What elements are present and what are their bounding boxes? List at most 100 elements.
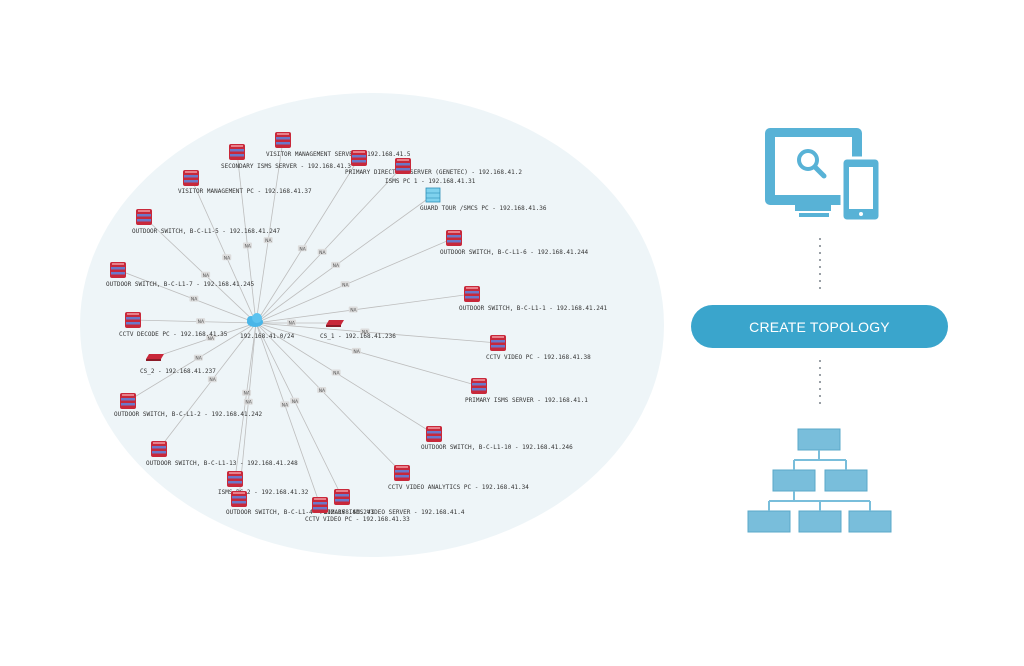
link-label: NA	[265, 238, 272, 244]
device-node[interactable]: CCTV VIDEO PC - 192.168.41.33	[305, 497, 410, 523]
link-label-bg	[263, 237, 273, 244]
device-node[interactable]: ISMS PC 1 - 192.168.41.31	[385, 158, 476, 185]
device-node[interactable]: CCTV VIDEO ANALYTICS PC - 192.168.41.34	[388, 465, 529, 491]
switch-icon	[426, 426, 442, 442]
device-label: ISMS PC 1 - 192.168.41.31	[385, 178, 476, 185]
link-line	[255, 322, 343, 498]
device-node[interactable]: OUTDOOR SWITCH, B-C-L1-1 - 192.168.41.24…	[459, 286, 607, 312]
device-label: OUTDOOR SWITCH, B-C-L1-4 - 192.168.41.24…	[226, 509, 374, 516]
link-line	[190, 177, 257, 324]
device-node[interactable]: PRIMARY ISMS SERVER - 192.168.41.1	[465, 378, 588, 404]
link-line	[158, 322, 257, 450]
link-label-bg	[222, 254, 232, 261]
device-node[interactable]: OUTDOOR SWITCH, B-C-L1-4 - 192.168.41.24…	[226, 491, 374, 516]
server-icon	[183, 170, 199, 186]
device-node[interactable]: OUTDOOR SWITCH, B-C-L1-5 - 192.168.41.24…	[132, 209, 280, 235]
link-label: NA	[198, 319, 205, 325]
device-node[interactable]: CCTV DECODE PC - 192.168.41.35	[119, 312, 228, 338]
link-label-bg	[331, 261, 341, 268]
database-icon	[425, 187, 441, 203]
link-label: NA	[299, 246, 306, 252]
device-node[interactable]: OUTDOOR SWITCH, B-C-L1-7 - 192.168.41.24…	[106, 262, 254, 288]
link-label-bg	[189, 295, 199, 302]
link-label: NA	[244, 244, 251, 250]
device-node[interactable]: VISITOR MANAGEMENT SERVER - 192.168.41.5	[266, 132, 411, 158]
link-label-bg	[242, 242, 252, 249]
device-node[interactable]: GUARD TOUR /SMCS PC - 192.168.41.36	[420, 187, 547, 212]
device-node[interactable]: PRIMARY DIRECTORY SERVER (GENETEC) - 192…	[345, 150, 522, 176]
switch-icon	[110, 262, 126, 278]
device-node[interactable]: OUTDOOR SWITCH, B-C-L1-10 - 192.168.41.2…	[421, 426, 573, 451]
link-line	[255, 322, 321, 506]
link-line	[255, 322, 435, 435]
device-node[interactable]: CCTV VIDEO PC - 192.168.41.38	[486, 335, 591, 361]
link-line	[127, 322, 257, 402]
switch-icon	[334, 489, 350, 505]
monitor-phone-search-icon	[765, 128, 882, 223]
link-label: NA	[244, 391, 251, 397]
device-node[interactable]: CS_1 - 192.168.41.236	[320, 320, 396, 340]
device-node[interactable]: OUTDOOR SWITCH, B-C-L1-6 - 192.168.41.24…	[440, 230, 588, 256]
device-label: CS_2 - 192.168.41.237	[140, 368, 216, 375]
link-label: NA	[191, 297, 198, 303]
switch-icon	[464, 286, 480, 302]
device-label: CCTV DECODE PC - 192.168.41.35	[119, 331, 228, 338]
topology-background	[80, 93, 664, 557]
link-line	[117, 269, 257, 324]
link-label-bg	[297, 245, 307, 252]
device-label: OUTDOOR SWITCH, B-C-L1-2 - 192.168.41.24…	[114, 411, 262, 418]
device-label: OUTDOOR SWITCH, B-C-L1-5 - 192.168.41.24…	[132, 228, 280, 235]
device-label: OUTDOOR SWITCH, B-C-L1-7 - 192.168.41.24…	[106, 281, 254, 288]
create-topology-button[interactable]: CREATE TOPOLOGY	[691, 305, 948, 348]
link-label-bg	[207, 376, 217, 383]
link-label-bg	[196, 318, 206, 325]
link-label: NA	[333, 370, 340, 376]
device-node[interactable]: ISMS PC 2 - 192.168.41.32	[218, 471, 309, 496]
link-line	[255, 293, 473, 324]
device-node[interactable]: SECONDARY ISMS SERVER - 192.168.41.3	[221, 144, 351, 170]
link-label: NA	[333, 263, 340, 269]
device-node[interactable]: CS_2 - 192.168.41.237	[140, 354, 216, 375]
link-line	[255, 194, 434, 324]
node-layer: VISITOR MANAGEMENT SERVER - 192.168.41.5…	[106, 132, 607, 523]
switch-icon	[120, 393, 136, 409]
device-node[interactable]: VISITOR MANAGEMENT PC - 192.168.41.37	[178, 170, 312, 195]
device-label: PRIMARY ISMS SERVER - 192.168.41.1	[465, 397, 588, 404]
device-node[interactable]: OUTDOOR SWITCH, B-C-L1-13 - 192.168.41.2…	[146, 441, 298, 467]
link-line	[255, 322, 499, 344]
hub-label: 192.168.41.0/24	[240, 333, 295, 340]
device-label: ISMS PC 2 - 192.168.41.32	[218, 489, 309, 496]
device-label: PRIMARY ISMS VIDEO SERVER - 192.168.41.4	[320, 509, 465, 516]
link-line	[236, 151, 257, 324]
link-line	[132, 319, 257, 324]
link-label-bg	[206, 334, 216, 341]
server-icon	[395, 158, 411, 174]
link-label: NA	[282, 402, 289, 408]
link-label-bg	[331, 369, 341, 376]
hierarchy-icon	[747, 428, 892, 533]
device-node[interactable]: PRIMARY ISMS VIDEO SERVER - 192.168.41.4	[320, 489, 465, 516]
server-icon	[229, 144, 245, 160]
switch-icon	[227, 471, 243, 487]
switch-icon	[231, 491, 247, 507]
link-label-bg	[193, 354, 203, 361]
link-label-bg	[201, 271, 211, 278]
link-line	[255, 237, 455, 324]
hub-node[interactable]: 192.168.41.0/24	[240, 313, 295, 340]
router-icon	[326, 320, 344, 327]
switch-icon	[151, 441, 167, 457]
device-label: CCTV VIDEO ANALYTICS PC - 192.168.41.34	[388, 484, 529, 491]
link-label: NA	[353, 349, 360, 355]
device-label: VISITOR MANAGEMENT PC - 192.168.41.37	[178, 188, 312, 195]
link-line	[255, 157, 360, 324]
switch-icon	[394, 465, 410, 481]
link-label: NA	[350, 307, 357, 313]
device-label: OUTDOOR SWITCH, B-C-L1-6 - 192.168.41.24…	[440, 249, 588, 256]
link-line	[255, 165, 404, 324]
device-node[interactable]: OUTDOOR SWITCH, B-C-L1-2 - 192.168.41.24…	[114, 393, 262, 418]
link-label: NA	[342, 282, 349, 288]
device-label: OUTDOOR SWITCH, B-C-L1-1 - 192.168.41.24…	[459, 305, 607, 312]
link-label: NA	[292, 399, 299, 405]
